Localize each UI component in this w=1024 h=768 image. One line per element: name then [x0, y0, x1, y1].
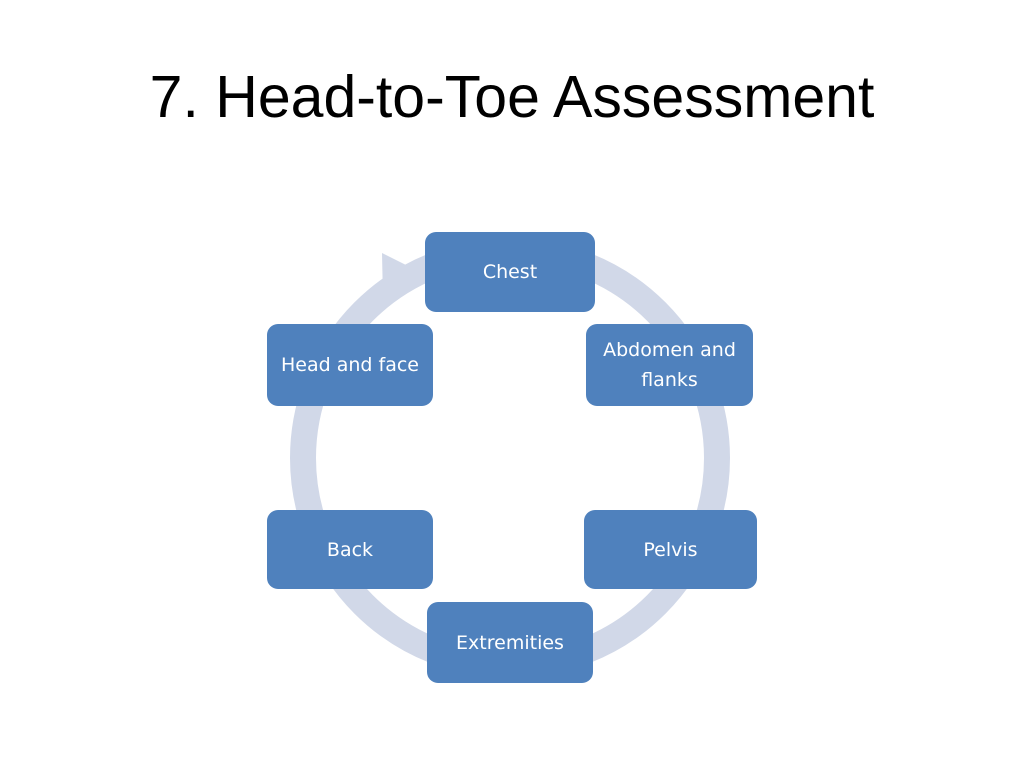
slide-title: 7. Head-to-Toe Assessment: [149, 64, 875, 130]
cycle-node-label: Chest: [482, 261, 538, 283]
cycle-node-label: Abdomen and flanks: [603, 339, 736, 391]
cycle-node-label: Back: [326, 538, 374, 561]
cycle-node-head-and-face: Head and face: [267, 324, 433, 406]
cycle-node-label: Head and face: [281, 354, 419, 376]
cycle-node-extremities: Extremities: [427, 602, 593, 683]
cycle-node-label: Extremities: [456, 631, 564, 654]
cycle-node-back: Back: [267, 510, 433, 589]
cycle-arrow-head: [382, 253, 418, 300]
cycle-node-label: Pelvis: [643, 538, 698, 561]
cycle-node-abdomen: Abdomen and flanks: [586, 324, 753, 406]
cycle-node-chest: Chest: [425, 232, 595, 312]
cycle-node-pelvis: Pelvis: [584, 510, 757, 589]
